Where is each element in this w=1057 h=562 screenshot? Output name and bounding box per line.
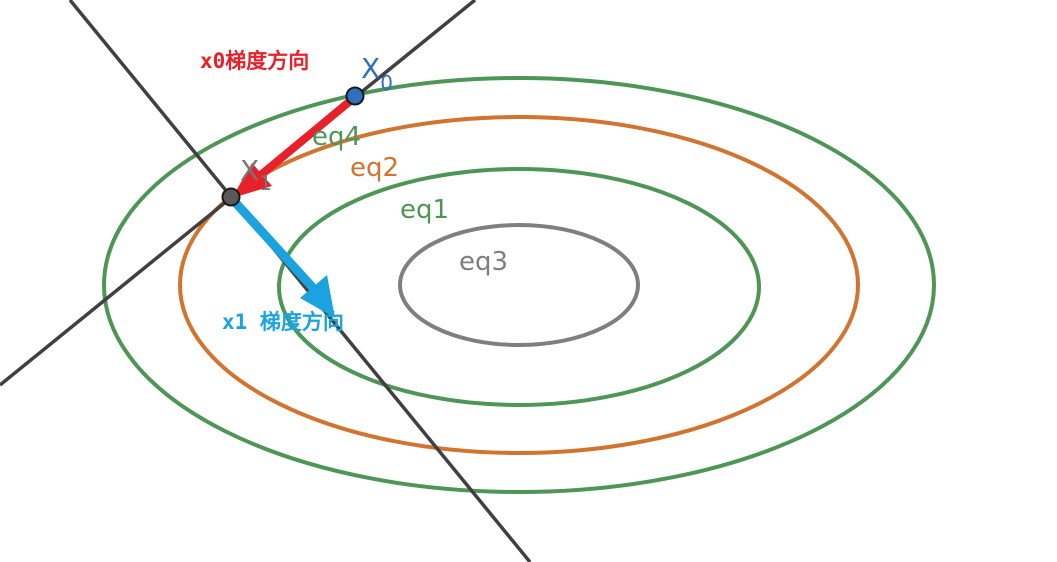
contour-eq2 — [178, 115, 860, 455]
contour-label-eq1: eq1 — [400, 195, 449, 225]
point-x1 — [221, 187, 241, 207]
x1-gradient-arrow — [230, 197, 335, 318]
point-x0 — [345, 86, 365, 106]
contour-label-eq4: eq4 — [312, 122, 361, 152]
contour-eq4 — [102, 76, 936, 494]
x0-gradient-label: x0梯度方向 — [200, 49, 309, 73]
point-x0-label: X0 — [361, 52, 393, 95]
point-x1-label: X1 — [240, 154, 272, 195]
contour-label-eq3: eq3 — [459, 247, 508, 277]
contour-eq1 — [277, 167, 761, 407]
point-x1-subscript: 1 — [259, 171, 272, 195]
x1-gradient-label: x1 梯度方向 — [222, 310, 344, 334]
contour-eq3 — [398, 223, 640, 347]
normal-line-x1 — [68, 0, 532, 562]
contour-label-eq2: eq2 — [350, 153, 399, 183]
point-x0-subscript: 0 — [380, 71, 393, 95]
x0-gradient-arrow — [232, 93, 359, 198]
